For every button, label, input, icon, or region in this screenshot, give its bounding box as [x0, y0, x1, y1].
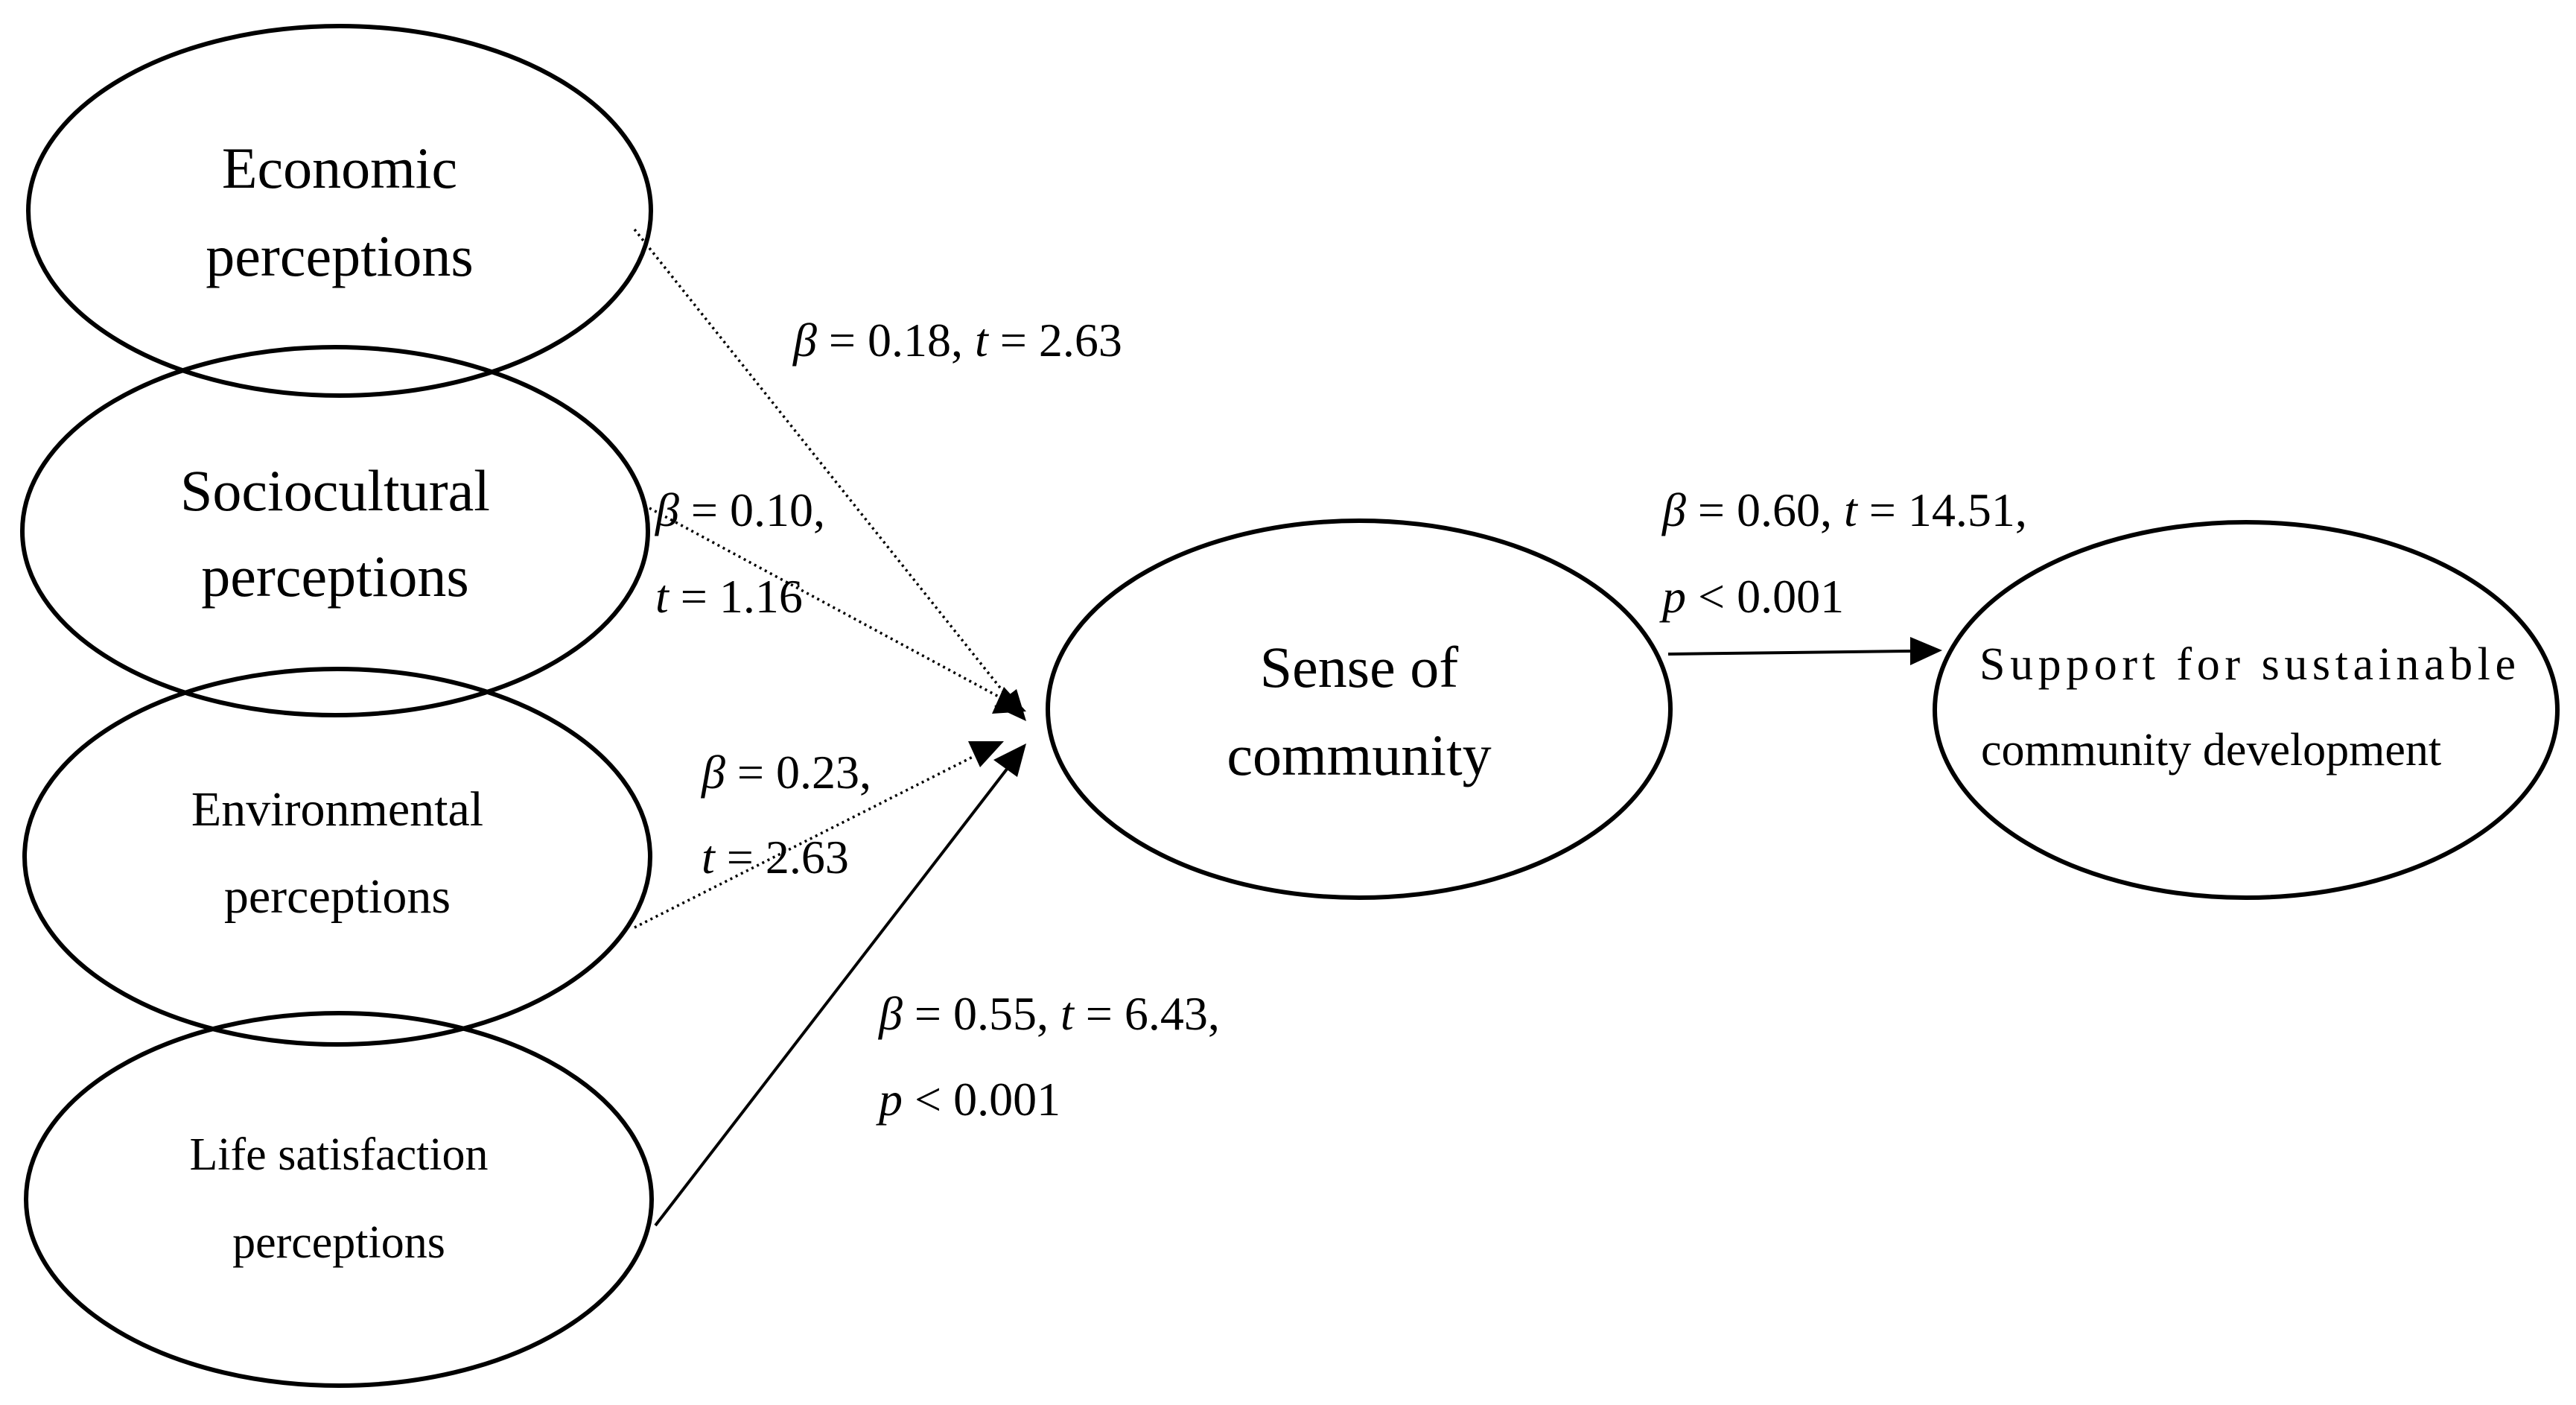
sense-support-p-value: < 0.001 — [1686, 570, 1844, 623]
sociocultural-beta-symbol: β — [654, 483, 679, 536]
life-p-text: p < 0.001 — [876, 1073, 1060, 1126]
arrowhead-environmental — [968, 741, 1004, 767]
sociocultural-label-line1: Sociocultural — [180, 458, 490, 523]
ellipse-life-satisfaction — [24, 1011, 654, 1388]
sociocultural-label-line2: perceptions — [201, 544, 469, 609]
life-p-value: < 0.001 — [903, 1073, 1060, 1126]
life-satisfaction-label-line1: Life satisfaction — [189, 1129, 488, 1180]
environmental-label-line2: perceptions — [224, 869, 451, 924]
arrow-life-to-sense — [654, 760, 1014, 1227]
sense-support-beta-t-text: β = 0.60, t = 14.51, — [1661, 483, 2027, 536]
node-environmental: Environmental perceptions — [22, 667, 652, 1047]
economic-label-line2: perceptions — [206, 223, 474, 288]
life-beta-t-text: β = 0.55, t = 6.43, — [877, 987, 1220, 1040]
life-beta-value: = 0.55, — [903, 987, 1060, 1040]
sociocultural-t-text: t = 1.16 — [655, 570, 803, 623]
environmental-label-line1: Environmental — [191, 782, 483, 837]
environmental-t-text: t = 2.63 — [702, 831, 849, 884]
economic-label-line1: Economic — [222, 136, 457, 200]
ellipse-environmental — [22, 667, 652, 1047]
sociocultural-beta-value: = 0.10, — [679, 483, 825, 536]
support-label-line1: Support for sustainable — [1979, 639, 2516, 690]
sense-label-line2: community — [1227, 723, 1491, 787]
economic-path-text: β = 0.18, t = 2.63 — [792, 314, 1122, 367]
arrow-environmental-to-sense — [634, 751, 982, 929]
life-t-value: = 6.43, — [1074, 987, 1220, 1040]
sociocultural-t-symbol: t — [655, 570, 670, 623]
arrowhead-life — [993, 743, 1026, 777]
sense-support-p-text: p < 0.001 — [1659, 570, 1844, 623]
sense-support-t-value: = 14.51, — [1857, 483, 2027, 536]
environmental-t-symbol: t — [702, 831, 716, 884]
life-satisfaction-label-line2: perceptions — [232, 1217, 445, 1268]
economic-beta-value: = 0.18, — [817, 314, 975, 367]
arrow-sociocultural-to-sense — [649, 507, 1006, 702]
sense-label-line1: Sense of — [1260, 635, 1458, 700]
sense-support-beta-value: = 0.60, — [1686, 483, 1844, 536]
node-economic: Economic perceptions — [26, 24, 653, 398]
ellipse-sense-of-community — [1046, 518, 1673, 900]
node-life-satisfaction: Life satisfaction perceptions — [24, 1011, 654, 1388]
sense-support-t-symbol: t — [1844, 483, 1859, 536]
environmental-beta-value: = 0.23, — [725, 746, 871, 799]
sociocultural-beta-text: β = 0.10, — [654, 483, 825, 536]
life-t-symbol: t — [1060, 987, 1075, 1040]
support-label-line2: community development — [1981, 725, 2441, 776]
arrowhead-sociocultural — [992, 687, 1026, 714]
label-environmental-path: β = 0.23, t = 2.63 — [700, 746, 871, 884]
arrows — [633, 228, 1942, 1227]
economic-beta-symbol: β — [792, 314, 817, 367]
sociocultural-t-value: = 1.16 — [669, 570, 803, 623]
node-support: Support for sustainable community develo… — [1933, 520, 2560, 900]
label-economic-path: β = 0.18, t = 2.63 — [792, 314, 1122, 367]
life-p-symbol: p — [876, 1073, 903, 1126]
economic-t-symbol: t — [975, 314, 990, 367]
economic-t-value: = 2.63 — [988, 314, 1122, 367]
life-beta-symbol: β — [877, 987, 903, 1040]
sense-support-p-symbol: p — [1659, 570, 1686, 623]
node-sense-of-community: Sense of community — [1046, 518, 1673, 900]
label-sociocultural-path: β = 0.10, t = 1.16 — [654, 483, 825, 623]
environmental-beta-symbol: β — [700, 746, 725, 799]
arrowhead-sense-support — [1910, 637, 1942, 665]
arrow-economic-to-sense — [633, 228, 1013, 703]
arrow-sense-to-support — [1667, 650, 1911, 656]
sense-support-beta-symbol: β — [1661, 483, 1686, 536]
environmental-beta-text: β = 0.23, — [700, 746, 871, 799]
ellipse-economic — [26, 24, 653, 398]
label-life-path: β = 0.55, t = 6.43, p < 0.001 — [876, 987, 1220, 1126]
ellipse-support — [1933, 520, 2560, 900]
ellipse-sociocultural — [20, 345, 650, 717]
node-sociocultural: Sociocultural perceptions — [20, 345, 650, 717]
environmental-t-value: = 2.63 — [715, 831, 849, 884]
label-sense-support-path: β = 0.60, t = 14.51, p < 0.001 — [1659, 483, 2027, 623]
